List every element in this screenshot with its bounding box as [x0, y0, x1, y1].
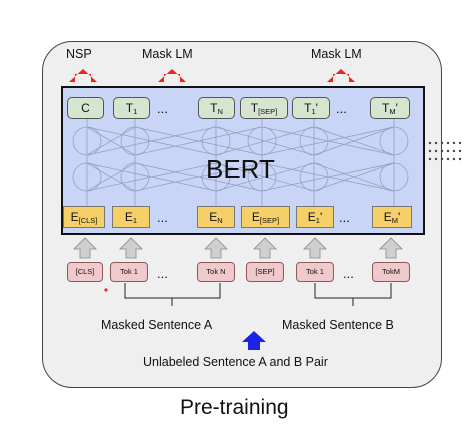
marker-dot-icon	[104, 288, 108, 292]
output-ellipsis-2: ...	[336, 101, 347, 116]
embedding-ecls: E[CLS]	[63, 206, 105, 228]
output-token-tm-prime: TM'	[370, 97, 410, 119]
grey-arrow-icon-4	[253, 237, 277, 259]
input-token-tok1: Tok 1	[110, 262, 148, 282]
bert-label: BERT	[206, 154, 275, 184]
input-token-tokm: TokM	[372, 262, 410, 282]
sentence-a-label: Masked Sentence A	[101, 318, 213, 332]
nsp-arrow-icon	[69, 69, 97, 82]
embedding-em-prime: EM'	[372, 206, 412, 228]
output-token-t1-prime: T1'	[292, 97, 330, 119]
mask-lm-label-1: Mask LM	[142, 47, 193, 61]
grey-arrow-icon-1	[73, 237, 97, 259]
embedding-en: EN	[197, 206, 235, 228]
grey-arrow-icon-2	[119, 237, 143, 259]
mask-lm-label-2: Mask LM	[311, 47, 362, 61]
caption: Pre-training	[180, 396, 289, 419]
embedding-e1-prime: E1'	[296, 206, 334, 228]
input-arrow-icon	[242, 331, 266, 350]
mask-lm-arrow-icon-1	[158, 69, 186, 82]
output-ellipsis-1: ...	[157, 101, 168, 116]
sentence-a-bracket	[124, 283, 221, 306]
transformer-network-icon	[72, 110, 409, 206]
embedding-ellipsis-1: ...	[157, 210, 168, 225]
embedding-e1: E1	[112, 206, 150, 228]
sentence-b-bracket	[314, 283, 392, 306]
mask-lm-arrow-icon-2	[327, 69, 355, 82]
input-ellipsis-1: ...	[157, 266, 168, 281]
output-token-t1: T1	[113, 97, 150, 119]
grey-arrow-icon-3	[204, 237, 228, 259]
output-token-tsep: T[SEP]	[240, 97, 288, 119]
nsp-label: NSP	[66, 47, 92, 61]
output-token-tn: TN	[198, 97, 235, 119]
embedding-ellipsis-2: ...	[339, 210, 350, 225]
continuation-dots-icon	[428, 141, 462, 161]
input-token-tokn: Tok N	[197, 262, 235, 282]
output-token-c: C	[67, 97, 104, 119]
pair-label: Unlabeled Sentence A and B Pair	[143, 355, 328, 369]
embedding-esep: E[SEP]	[241, 206, 290, 228]
grey-arrow-icon-5	[303, 237, 327, 259]
input-token-sep: [SEP]	[246, 262, 284, 282]
input-ellipsis-2: ...	[343, 266, 354, 281]
input-token-tok1-b: Tok 1	[296, 262, 334, 282]
input-token-cls: [CLS]	[67, 262, 103, 282]
grey-arrow-icon-6	[379, 237, 403, 259]
sentence-b-label: Masked Sentence B	[282, 318, 394, 332]
